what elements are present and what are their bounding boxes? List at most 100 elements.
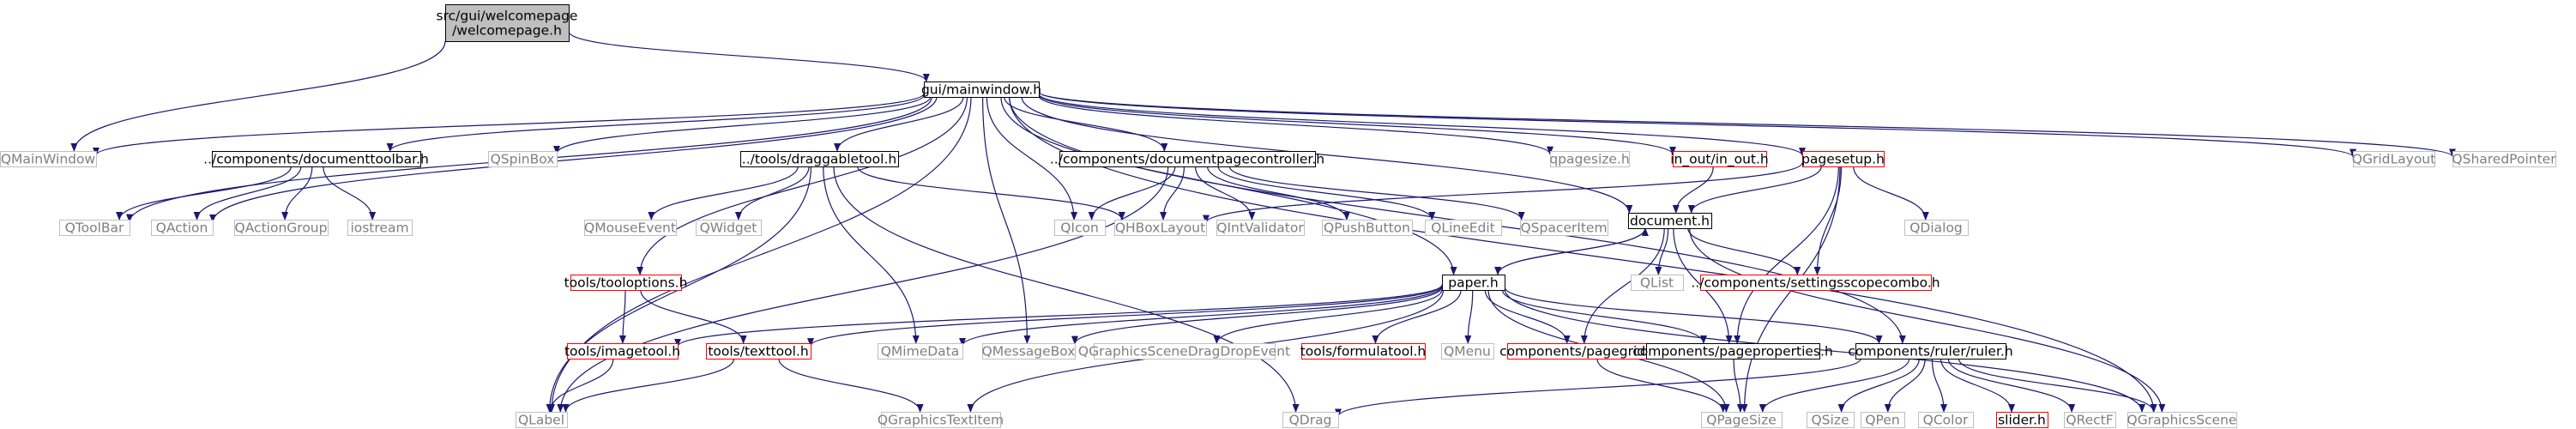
node-box-qgsdde (1094, 343, 1276, 360)
node-label-qpagesize_h: qpagesize.h (1549, 152, 1629, 167)
edge-texttool-to-qlabel (562, 358, 735, 413)
node-label-qlist: QList (1640, 275, 1674, 291)
node-box-settingscombo (1700, 275, 1932, 291)
node-box-qaction (151, 220, 214, 236)
node-box-iostream (347, 220, 413, 236)
node-box-doctoolbar (212, 151, 421, 167)
edge-mainwindow-to-qgridlayout (1038, 91, 2356, 158)
edge-mainwindow-to-qpagesize_h (1038, 95, 1553, 155)
node-doctoolbar[interactable]: ../components/documenttoolbar.h (203, 151, 429, 167)
edge-docpagecontroller-to-qicon (1088, 166, 1176, 221)
node-ruler[interactable]: components/ruler/ruler.h (1848, 343, 2013, 360)
node-box-qpen (1861, 412, 1905, 428)
node-label-qwidget: QWidget (700, 221, 757, 236)
node-qsize: QSize (1807, 412, 1855, 428)
edge-ruler-to-qpagesize (1759, 358, 1910, 413)
node-label-qmainwindow: QMainWindow (1, 152, 96, 167)
node-root[interactable]: src/gui/welcomepage/welcomepage.h (437, 4, 578, 42)
edge-paper-to-qmessagebox (1071, 287, 1443, 345)
node-texttool[interactable]: tools/texttool.h (706, 343, 811, 360)
node-box-qmouseevent (584, 220, 677, 236)
node-box-qspinbox (488, 151, 558, 167)
edge-pagesetup-to-qhboxlayout (1203, 162, 1803, 224)
edge-draggabletool-to-qdrag (833, 166, 1300, 413)
edge-ruler-to-slider (1940, 358, 2015, 413)
edge-mainwindow-to-qspinbox (553, 96, 932, 154)
edge-root-to-mainwindow (568, 31, 930, 82)
edge-doctoolbar-to-qaction (193, 166, 302, 221)
node-box-paper (1442, 275, 1505, 291)
node-draggabletool[interactable]: ../tools/draggabletool.h (740, 151, 899, 167)
node-box-qgraphicstextitem (881, 412, 1001, 428)
node-qpagesize: QPageSize (1701, 412, 1783, 428)
node-box-draggabletool (740, 151, 899, 167)
node-inout[interactable]: in_out/in_out.h (1670, 151, 1769, 168)
node-qpagesize_h: qpagesize.h (1549, 151, 1630, 167)
node-box-qpagesize_h (1550, 151, 1630, 167)
edge-ruler-to-qdrag (1335, 358, 1861, 418)
node-qspinbox: QSpinBox (488, 151, 558, 167)
node-label-qcolor: QColor (1923, 413, 1969, 428)
node-imagetool[interactable]: tools/imagetool.h (564, 343, 680, 360)
node-paper[interactable]: paper.h (1442, 275, 1505, 291)
edge-ruler-to-qcolor (1931, 358, 1948, 413)
edge-paper-to-qmenu (1464, 289, 1474, 344)
node-label-texttool: tools/texttool.h (708, 344, 808, 360)
edge-paper-to-pagegrid (1484, 289, 1571, 344)
node-qactiongroup: QActionGroup (234, 220, 329, 236)
edge-mainwindow-to-qgraphicsscene (1009, 96, 2157, 413)
nodes-layer: src/gui/welcomepage/welcomepage.h gui/mai… (0, 4, 2556, 428)
node-qwidget: QWidget (696, 220, 762, 236)
node-qpushbutton: QPushButton (1322, 220, 1413, 236)
node-label-qaction: QAction (156, 221, 208, 236)
node-label-qmessagebox: QMessageBox (982, 344, 1076, 360)
node-box-ruler (1855, 343, 2006, 360)
node-label-qmenu: QMenu (1444, 344, 1491, 360)
edge-mainwindow-to-draggabletool (834, 96, 964, 152)
node-qrectf: QRectF (2064, 412, 2116, 428)
node-box-qdrag (1282, 412, 1339, 428)
edge-paper-to-qgsdde (1213, 289, 1443, 344)
node-box-qdialog (1904, 220, 1969, 236)
node-label-doctoolbar: ../components/documenttoolbar.h (203, 152, 429, 167)
node-box-qhboxlayout (1114, 220, 1207, 236)
node-label-qtoolbar: QToolBar (65, 221, 124, 236)
node-box-root (445, 4, 570, 42)
node-docpagecontroller[interactable]: ../components/documentpagecontroller.h (1050, 151, 1324, 167)
node-qgsdde: QGraphicsSceneDragDropEvent (1078, 343, 1290, 360)
node-pageproperties[interactable]: components/pageproperties.h (1632, 343, 1833, 360)
node-document[interactable]: document.h (1628, 213, 1712, 229)
node-box-qintvalidator (1216, 220, 1305, 236)
edge-document-to-settingscombo (1687, 227, 1801, 275)
node-label-qicon: QIcon (1060, 221, 1099, 236)
node-qsharedpointer: QSharedPointer (2452, 151, 2556, 167)
node-pagesetup[interactable]: pagesetup.h (1801, 151, 1885, 167)
edge-paper-to-qmimedata (959, 286, 1443, 347)
edge-docpagecontroller-to-qhboxlayout (1160, 166, 1185, 221)
edge-docpagecontroller-to-qspaceritem (1228, 166, 1525, 221)
node-box-qlineedit (1425, 220, 1502, 236)
node-settingscombo[interactable]: ../components/settingsscopecombo.h (1691, 275, 1940, 291)
edge-pagegrid-to-qpagesize (1596, 358, 1727, 413)
node-mainwindow[interactable]: gui/mainwindow.h (921, 82, 1041, 98)
node-qmimedata: QMimeData (878, 343, 963, 360)
node-label-qspaceritem: QSpacerItem (1520, 221, 1607, 236)
edge-docpagecontroller-to-qlineedit (1217, 166, 1436, 221)
node-formulatool[interactable]: tools/formulatool.h (1300, 343, 1427, 360)
node-box-mainwindow (924, 82, 1040, 98)
edge-mainwindow-to-doctoolbar (386, 94, 925, 152)
node-qicon: QIcon (1054, 220, 1106, 236)
node-label-root: src/gui/welcomepage (437, 9, 578, 24)
edge-mainwindow-to-inout (1038, 94, 1676, 155)
node-label-inout: in_out/in_out.h (1670, 152, 1769, 168)
node-pagegrid[interactable]: components/pagegrid.h (1499, 343, 1658, 360)
edge-imagetool-to-qlabel (546, 358, 614, 413)
edge-document-to-qlist (1655, 227, 1669, 275)
node-slider[interactable]: slider.h (1996, 412, 2048, 428)
node-box-document (1628, 213, 1712, 229)
node-box-qlabel (516, 412, 568, 428)
node-qgraphicsscene: QGraphicsScene (2127, 412, 2237, 428)
node-tooloptions[interactable]: tools/tooloptions.h (564, 275, 688, 291)
node-box-qgridlayout (2353, 151, 2435, 167)
node-label-pagesetup: pagesetup.h (1801, 152, 1885, 167)
